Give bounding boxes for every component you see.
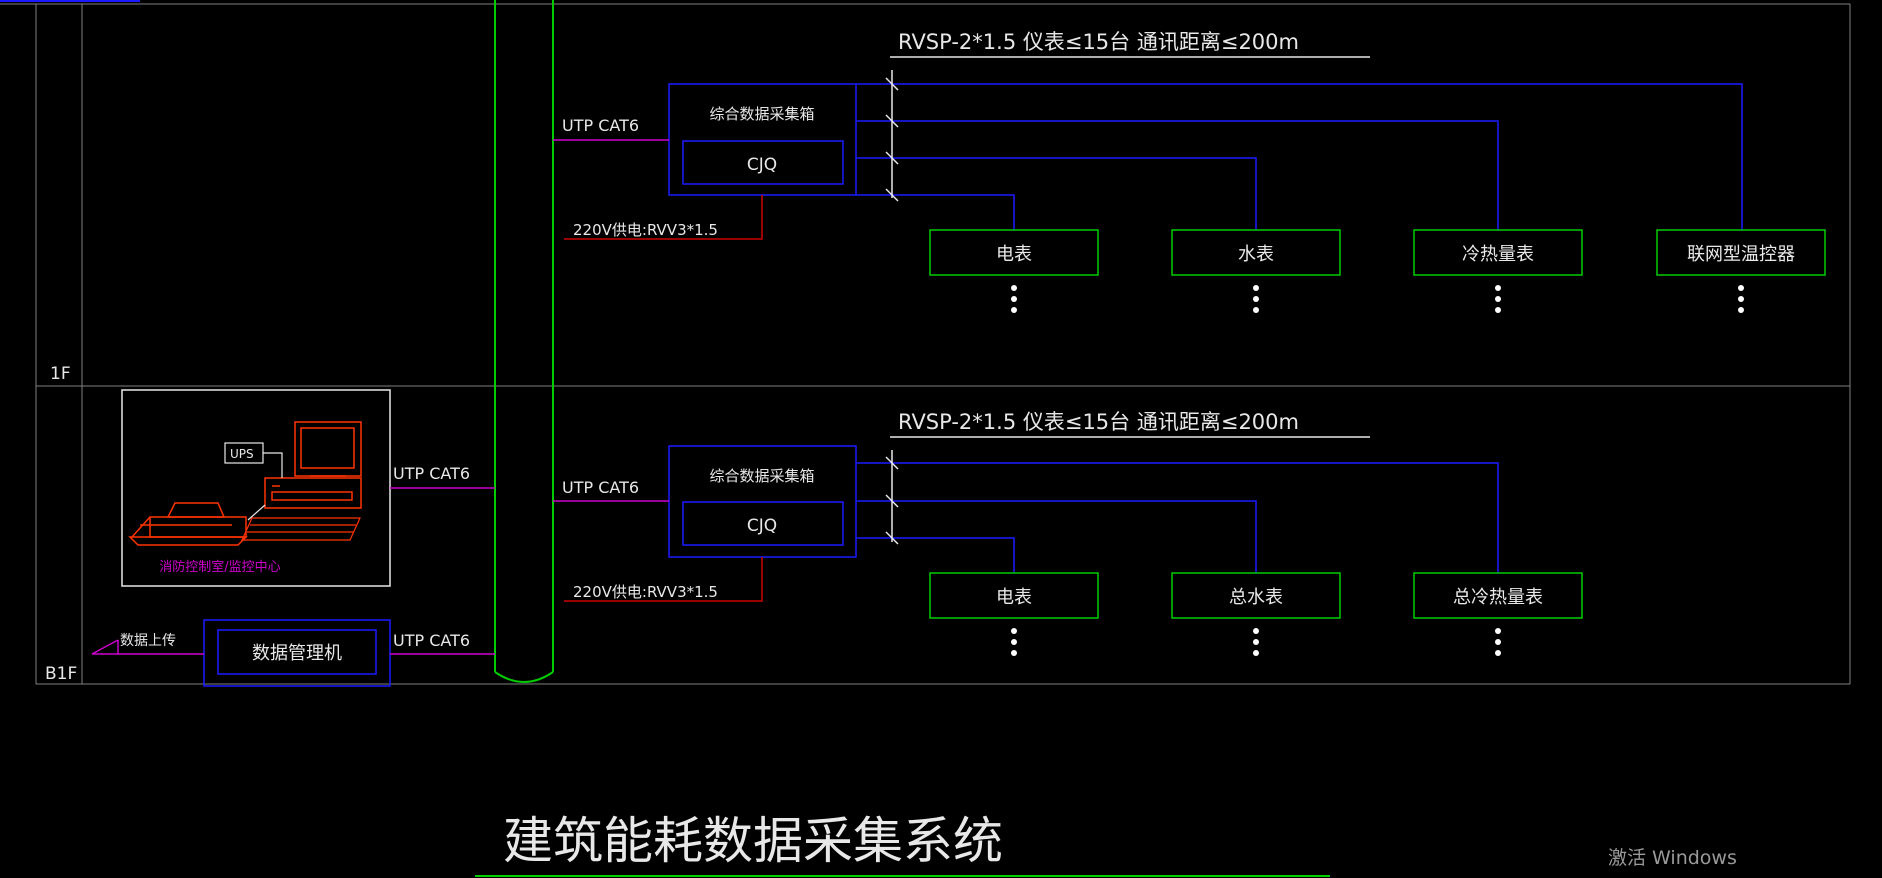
workstation-panel: UPS 消防控制室/监控中心 xyxy=(121,389,391,587)
upper-bus-ticks xyxy=(885,77,899,202)
upper-meter-1-label: 电表 xyxy=(996,244,1032,265)
printer-icon xyxy=(128,502,248,546)
workstation-utp-label: UTP CAT6 xyxy=(393,464,470,483)
upper-meter-2: 水表 xyxy=(1171,229,1341,276)
data-manager-utp-label: UTP CAT6 xyxy=(393,631,470,650)
ups-to-printer xyxy=(247,504,266,521)
lower-meter-2-label: 总水表 xyxy=(1229,587,1283,608)
windows-watermark: 激活 Windows xyxy=(1608,847,1737,869)
lower-meter-3: 总冷热量表 xyxy=(1413,572,1583,619)
upper-cjq-label: CJQ xyxy=(747,155,777,175)
lower-cjq-box xyxy=(682,501,844,546)
lower-box-title: 综合数据采集箱 xyxy=(709,467,814,485)
lower-bus-lines xyxy=(856,462,1499,573)
upper-meter-3: 冷热量表 xyxy=(1413,229,1583,276)
upper-box-title: 综合数据采集箱 xyxy=(709,105,814,123)
computer-monitor-icon xyxy=(264,421,362,509)
ups-label: UPS xyxy=(230,447,254,461)
data-manager: 数据管理机 xyxy=(203,619,391,687)
lower-meter-1-label: 电表 xyxy=(996,587,1032,608)
riser-shaft xyxy=(494,0,554,683)
workstation-caption: 消防控制室/监控中心 xyxy=(159,559,280,575)
lower-meter-3-label: 总冷热量表 xyxy=(1453,587,1543,608)
upper-cjq-box xyxy=(682,140,844,185)
lower-spec-label: RVSP-2*1.5 仪表≤15台 通讯距离≤200m xyxy=(898,410,1299,434)
upper-bus-lines xyxy=(856,83,1743,230)
upper-collection-box xyxy=(668,83,857,196)
upper-meter-1: 电表 xyxy=(929,229,1099,276)
upper-spec-label: RVSP-2*1.5 仪表≤15台 通讯距离≤200m xyxy=(898,30,1299,54)
lower-bus-ticks xyxy=(885,456,899,545)
ups-connector xyxy=(263,452,283,478)
lower-meter-1: 电表 xyxy=(929,572,1099,619)
floor-label-1f: 1F xyxy=(50,364,71,384)
lower-section: RVSP-2*1.5 仪表≤15台 通讯距离≤200m 综合数据采集箱 CJQ … xyxy=(553,410,1583,656)
floor-label-b1f: B1F xyxy=(45,664,77,684)
upper-power-line xyxy=(564,195,763,240)
lower-power-line xyxy=(564,557,763,602)
data-manager-label: 数据管理机 xyxy=(252,643,342,664)
upper-meter-4-label: 联网型温控器 xyxy=(1687,244,1795,265)
upper-meter-4: 联网型温控器 xyxy=(1656,229,1826,276)
diagram-title: 建筑能耗数据采集系统 xyxy=(503,812,1003,870)
upper-meter-3-label: 冷热量表 xyxy=(1462,244,1534,265)
lower-meter-2: 总水表 xyxy=(1171,572,1341,619)
upper-meter-2-label: 水表 xyxy=(1238,244,1274,265)
floor-grid xyxy=(0,3,1851,685)
upper-ellipsis-dots xyxy=(1011,285,1744,313)
keyboard-icon xyxy=(241,517,361,541)
upper-power-label: 220V供电:RVV3*1.5 xyxy=(573,221,718,239)
lower-cjq-label: CJQ xyxy=(747,516,777,536)
lower-ellipsis-dots xyxy=(1011,628,1501,656)
upper-section: RVSP-2*1.5 仪表≤15台 通讯距离≤200m 综合数据采集箱 CJQ … xyxy=(553,30,1826,313)
upload-link xyxy=(91,639,204,655)
lower-utp-label: UTP CAT6 xyxy=(562,478,639,497)
upper-utp-label: UTP CAT6 xyxy=(562,116,639,135)
upload-label: 数据上传 xyxy=(120,633,176,649)
lower-power-label: 220V供电:RVV3*1.5 xyxy=(573,583,718,601)
